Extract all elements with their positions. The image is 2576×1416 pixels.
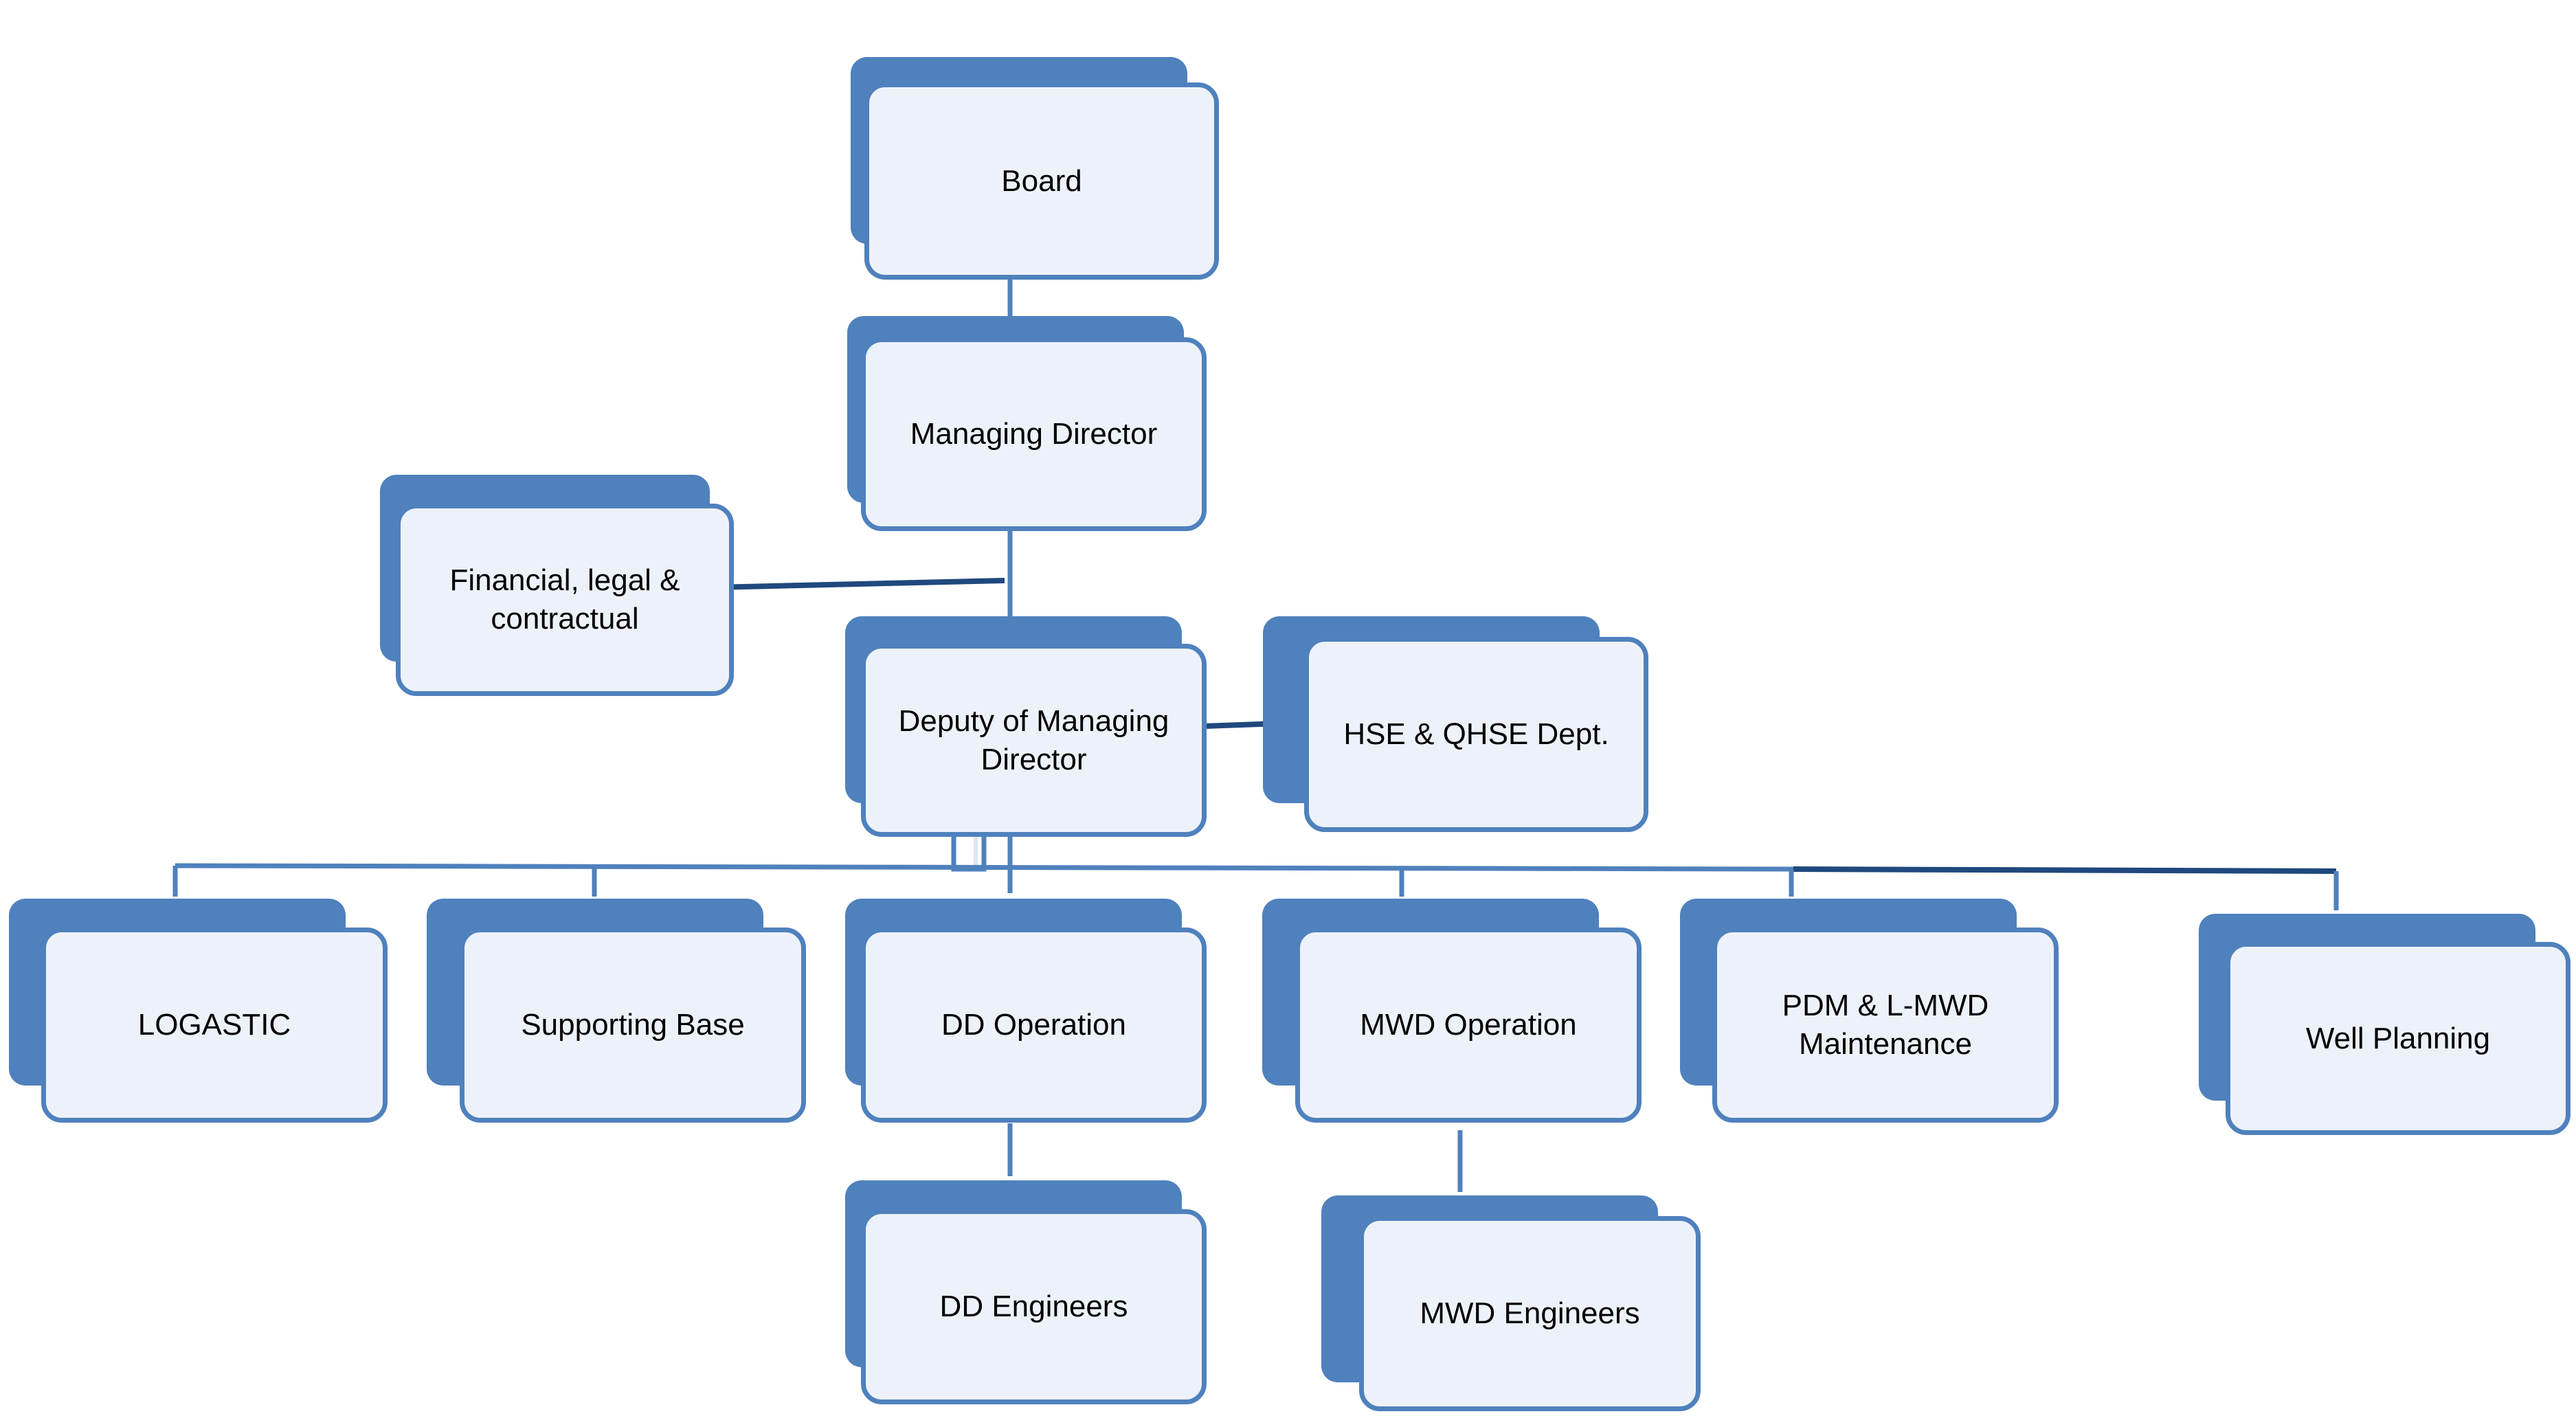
node-mwd-operation-label: MWD Operation [1360, 1008, 1577, 1042]
node-hse: HSE & QHSE Dept. [1263, 616, 1648, 832]
node-pdm: PDM & L-MWD Maintenance [1680, 899, 2059, 1123]
node-mwd-operation: MWD Operation [1262, 899, 1642, 1123]
node-dd-engineers-label: DD Engineers [939, 1290, 1128, 1323]
node-hse-label: HSE & QHSE Dept. [1343, 717, 1609, 751]
node-supporting-base-label: Supporting Base [521, 1008, 745, 1042]
node-dd-engineers: DD Engineers [845, 1180, 1207, 1404]
node-logastic: LOGASTIC [9, 899, 388, 1123]
node-financial: Financial, legal & contractual [380, 475, 734, 696]
node-board: Board [851, 57, 1219, 280]
node-logastic-label: LOGASTIC [137, 1008, 291, 1042]
link-bracket [951, 831, 987, 872]
link-bus-right [1793, 866, 2337, 874]
node-well-planning: Well Planning [2199, 914, 2571, 1135]
node-dd-operation-label: DD Operation [941, 1008, 1126, 1042]
node-well-planning-label: Well Planning [2305, 1021, 2491, 1055]
link-bus-main [175, 863, 1794, 872]
node-dd-operation: DD Operation [845, 899, 1207, 1123]
node-mwd-engineers: MWD Engineers [1321, 1195, 1701, 1411]
node-deputy-label: Deputy of Managing Director [898, 704, 1169, 776]
link-financial [714, 578, 1005, 590]
node-pdm-label: PDM & L-MWD Maintenance [1782, 989, 1989, 1061]
node-supporting-base: Supporting Base [427, 899, 806, 1123]
node-managing-director-label: Managing Director [910, 417, 1158, 451]
node-board-label: Board [1001, 164, 1082, 198]
node-financial-label: Financial, legal & contractual [449, 563, 680, 636]
node-deputy: Deputy of Managing Director [845, 616, 1207, 837]
node-managing-director: Managing Director [847, 316, 1207, 531]
node-mwd-engineers-label: MWD Engineers [1420, 1296, 1640, 1330]
